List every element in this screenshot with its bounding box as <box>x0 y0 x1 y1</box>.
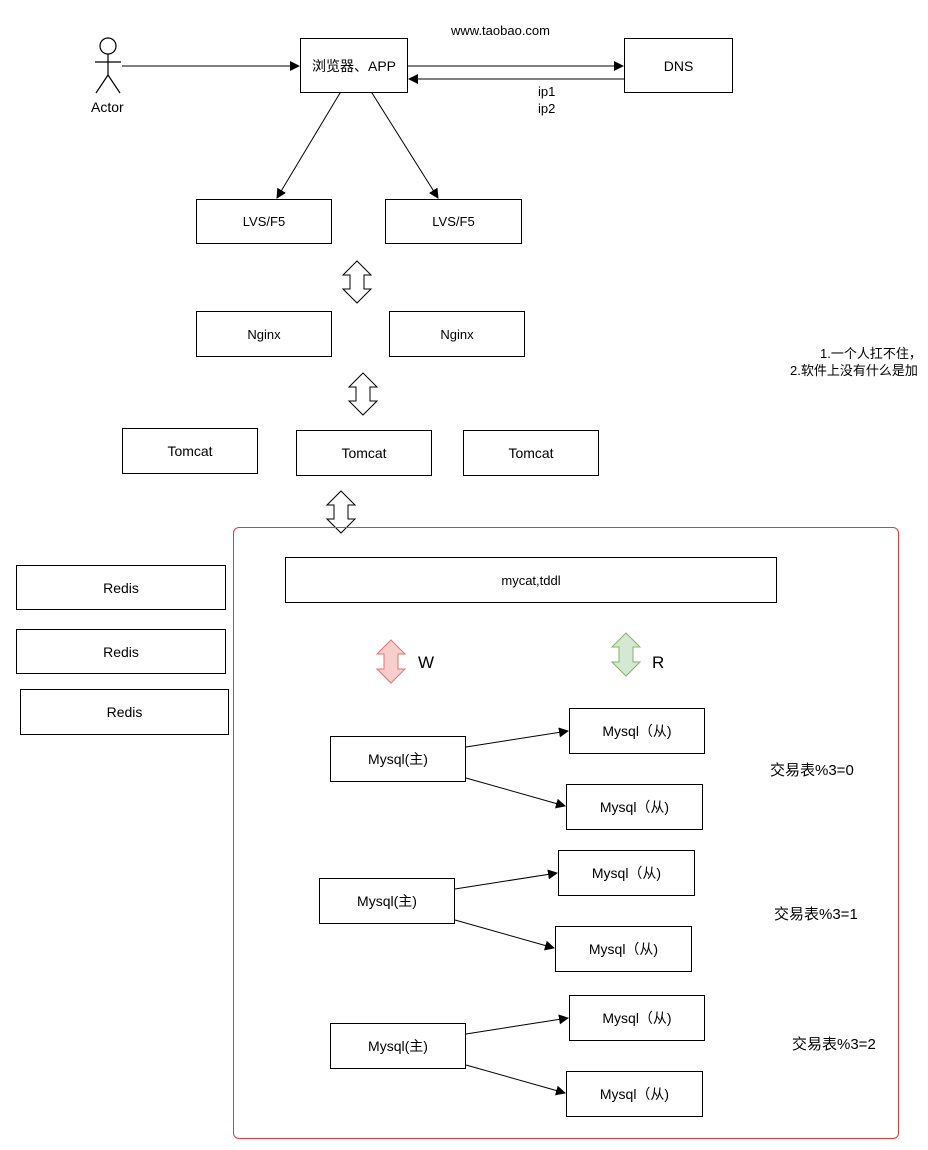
shard1-rule-label: 交易表%3=1 <box>774 906 858 923</box>
note-line-1: 1.一个人扛不住， <box>820 346 922 361</box>
browser-app-node: 浏览器、APP <box>300 38 408 93</box>
shard0-slave-node-2: Mysql（从) <box>566 784 703 830</box>
shard0-master-node: Mysql(主) <box>330 736 466 782</box>
redis-node-2: Redis <box>16 629 226 674</box>
write-label: W <box>418 653 435 672</box>
redis-node-1: Redis <box>16 565 226 610</box>
tomcat-mycat-double-arrow <box>325 490 357 534</box>
nginx-node-2: Nginx <box>389 311 525 357</box>
shard2-master-node: Mysql(主) <box>330 1023 466 1069</box>
read-label: R <box>652 653 665 672</box>
shard0-master-to-slave2-arrow <box>465 777 566 809</box>
actor-label: Actor <box>91 99 124 115</box>
tomcat-node-2: Tomcat <box>296 430 432 476</box>
shard2-slave-node-2: Mysql（从) <box>566 1071 703 1117</box>
write-double-arrow <box>375 639 407 684</box>
notes-clip: 1.一个人扛不住， 2.软件上没有什么是加 <box>780 343 928 383</box>
shard1-master-node: Mysql(主) <box>319 878 455 924</box>
actor-figure <box>95 37 121 94</box>
browser-to-lvs1-arrow <box>276 92 341 199</box>
ip-label-2: ip2 <box>538 101 556 116</box>
dns-node: DNS <box>624 38 733 93</box>
lvs-nginx-double-arrow <box>341 260 373 304</box>
redis-node-3: Redis <box>20 689 229 735</box>
nginx-node-1: Nginx <box>196 311 332 357</box>
lvs-node-1: LVS/F5 <box>196 199 332 244</box>
shard1-slave-node-2: Mysql（从) <box>555 926 692 972</box>
read-double-arrow <box>610 632 642 677</box>
tomcat-node-3: Tomcat <box>463 430 599 476</box>
lvs-node-2: LVS/F5 <box>385 199 522 244</box>
domain-label: www.taobao.com <box>451 23 550 38</box>
database-cluster-frame <box>233 527 899 1139</box>
shard2-master-to-slave1-arrow <box>465 1014 569 1035</box>
shard2-slave-node-1: Mysql（从) <box>569 995 705 1041</box>
shard0-rule-label: 交易表%3=0 <box>770 762 854 779</box>
shard0-master-to-slave1-arrow <box>465 727 569 748</box>
mycat-tddl-node: mycat,tddl <box>285 557 777 603</box>
tomcat-node-1: Tomcat <box>122 428 258 474</box>
note-line-2: 2.软件上没有什么是加 <box>790 363 918 378</box>
nginx-tomcat-double-arrow <box>347 372 379 416</box>
shard0-slave-node-1: Mysql（从) <box>569 708 705 754</box>
shard1-master-to-slave1-arrow <box>454 869 558 890</box>
shard2-master-to-slave2-arrow <box>465 1064 566 1096</box>
shard2-rule-label: 交易表%3=2 <box>792 1036 876 1053</box>
shard1-slave-node-1: Mysql（从) <box>558 850 695 896</box>
ip-label-1: ip1 <box>538 84 556 99</box>
browser-to-lvs2-arrow <box>371 92 439 199</box>
shard1-master-to-slave2-arrow <box>454 919 555 951</box>
